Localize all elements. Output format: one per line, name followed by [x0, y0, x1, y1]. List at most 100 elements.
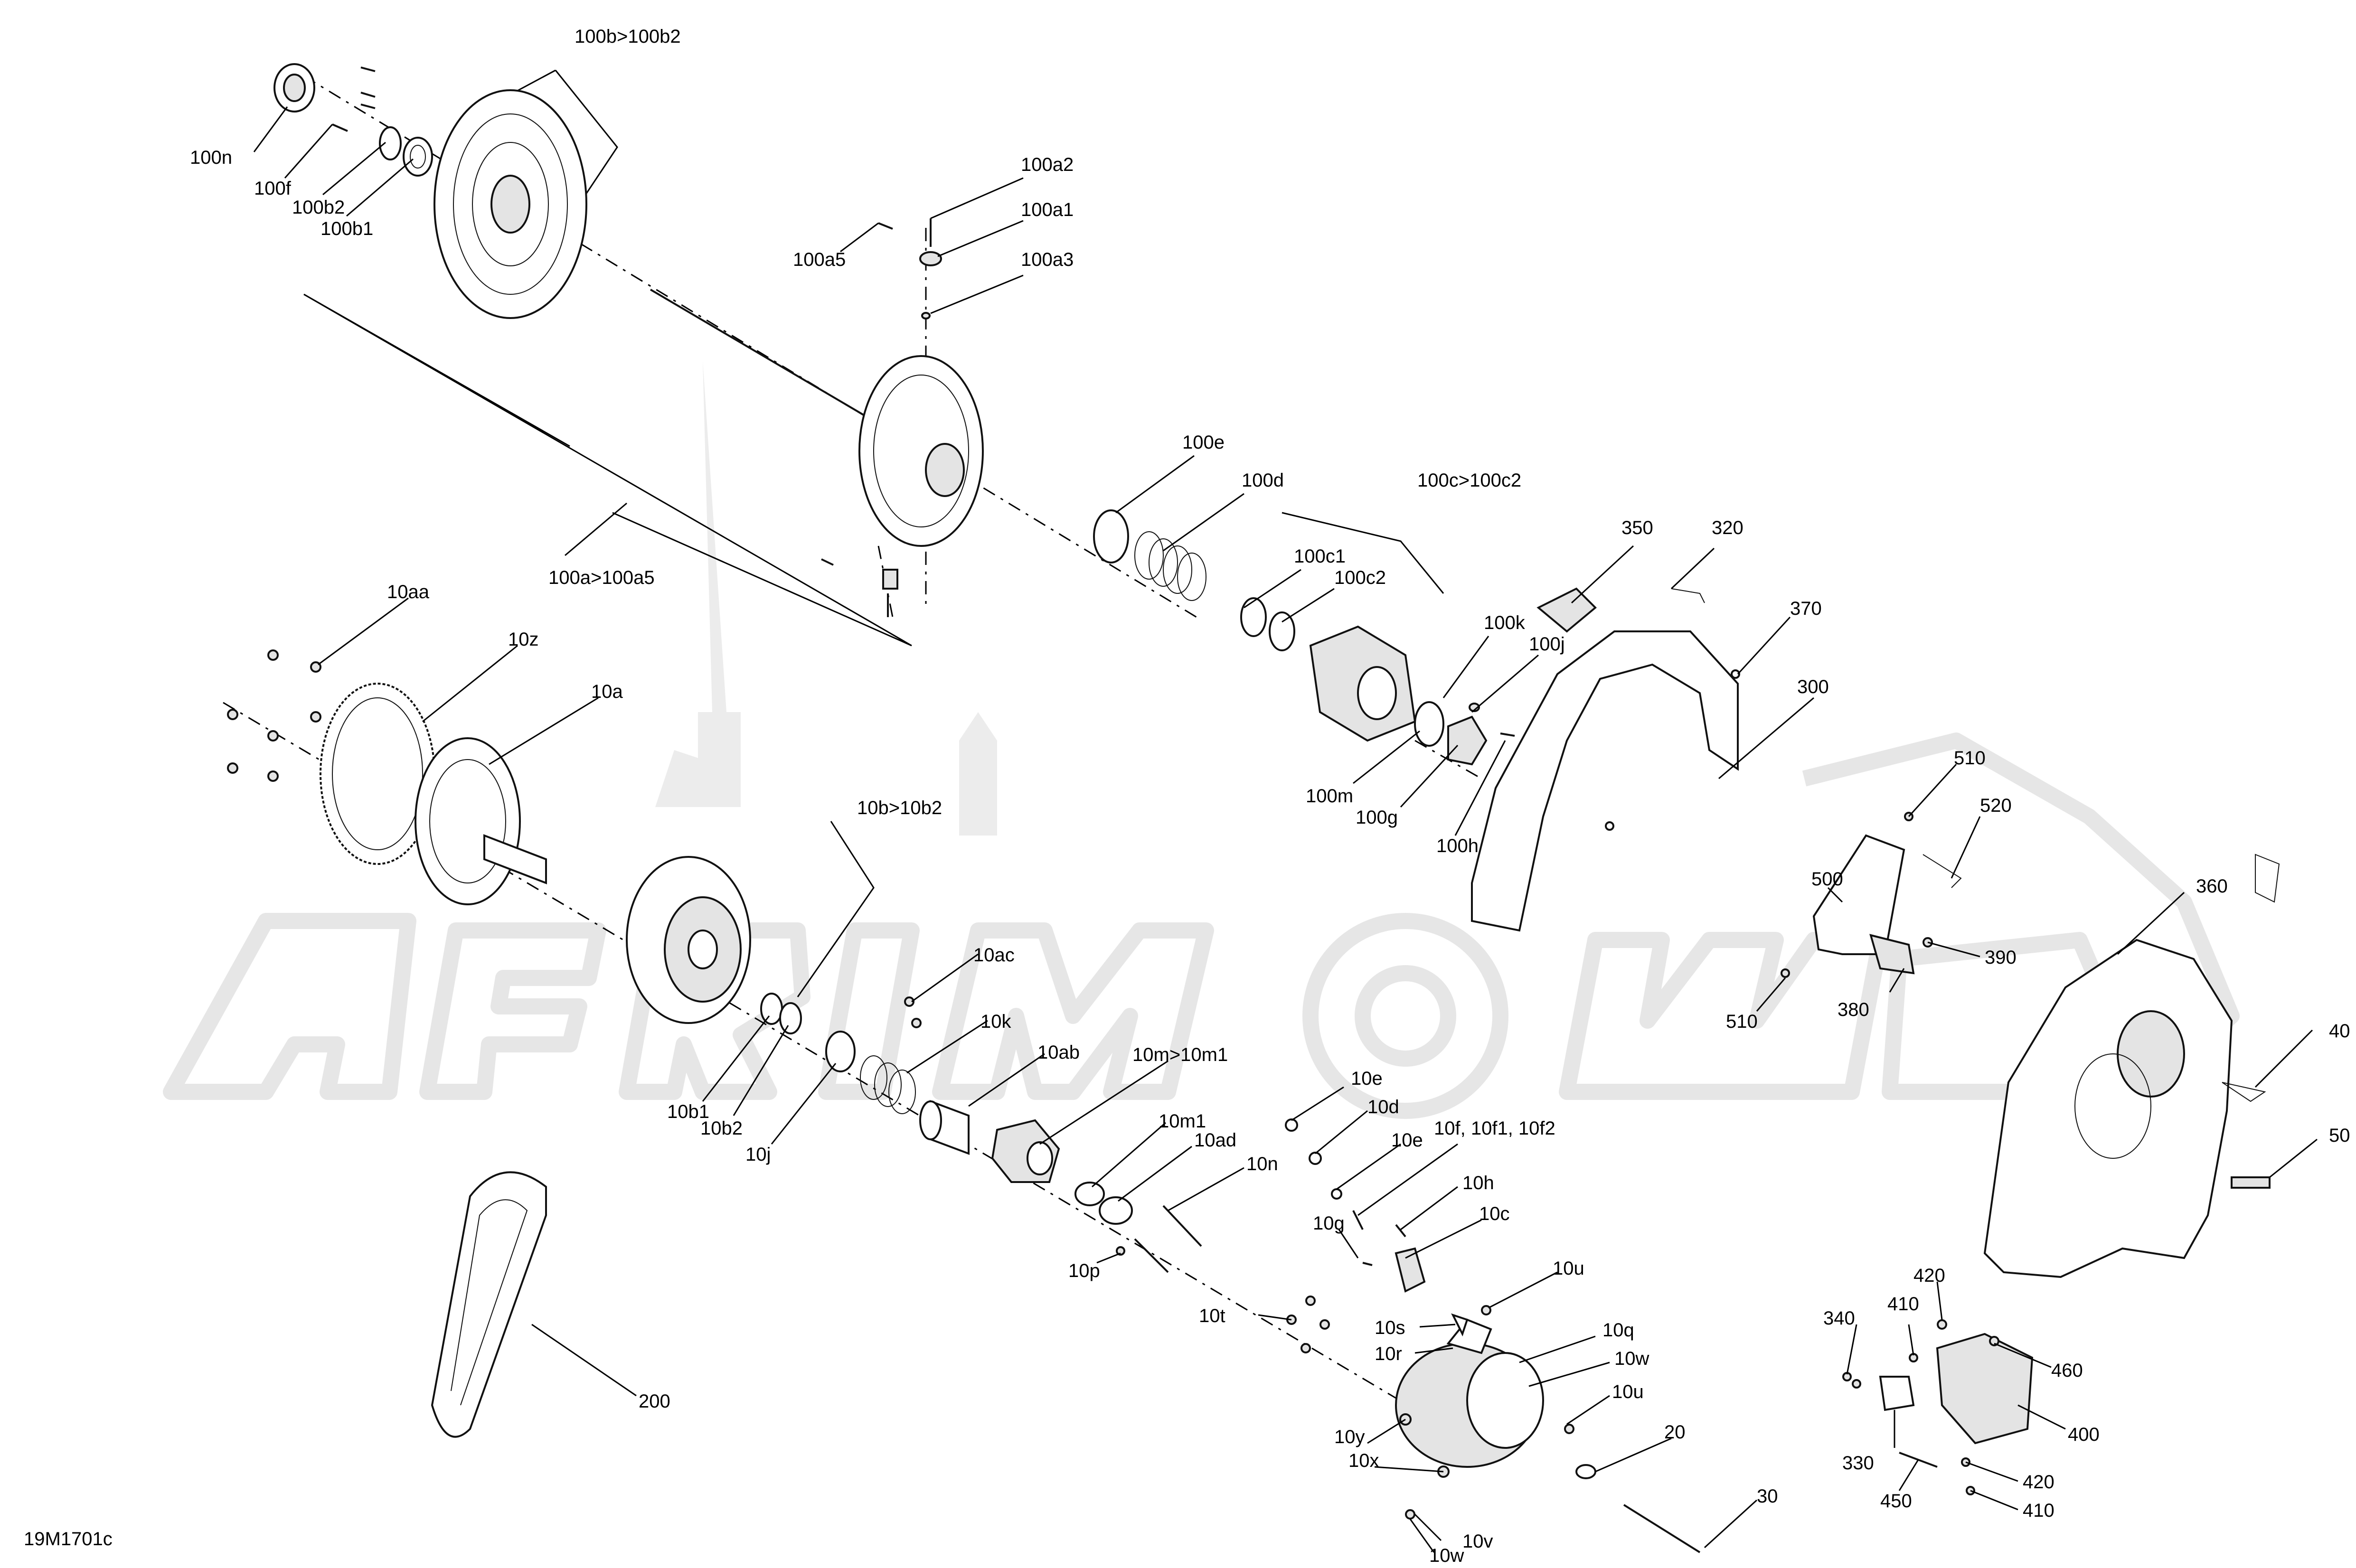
label-10p: 10p	[1068, 1260, 1100, 1281]
label-100a-100a5: 100a>100a5	[548, 567, 655, 588]
label-320: 320	[1712, 517, 1743, 538]
label-100h: 100h	[1436, 836, 1479, 856]
label-500: 500	[1811, 869, 1843, 890]
part-100g-retainer	[1447, 703, 1515, 766]
label-450: 450	[1880, 1491, 1912, 1512]
label-10e-upper: 10e	[1351, 1068, 1383, 1089]
label-420-lower: 420	[2023, 1472, 2054, 1493]
part-100f-screws	[332, 66, 376, 132]
part-100a2-pin	[878, 218, 942, 319]
part-400-cover	[1842, 1319, 2034, 1495]
part-100m-washer	[1414, 701, 1444, 747]
label-300: 300	[1797, 676, 1829, 697]
label-410-lower: 410	[2023, 1500, 2054, 1521]
part-500-bracket	[1781, 812, 1962, 978]
label-50: 50	[2329, 1125, 2350, 1146]
part-10a-fixed-sheave	[415, 737, 547, 905]
label-20: 20	[1664, 1422, 1686, 1443]
label-10aa: 10aa	[387, 582, 430, 602]
part-10ac-screw	[904, 996, 922, 1028]
label-390: 390	[1985, 947, 2017, 968]
label-100g: 100g	[1356, 807, 1398, 828]
label-10w-lower: 10w	[1429, 1545, 1464, 1566]
label-10m-10m1: 10m>10m1	[1132, 1044, 1228, 1065]
label-10b1: 10b1	[667, 1101, 709, 1122]
part-100b-movable-sheave	[434, 89, 587, 319]
label-10d: 10d	[1367, 1097, 1399, 1117]
label-10ad: 10ad	[1194, 1130, 1236, 1151]
label-100d: 100d	[1242, 470, 1284, 491]
label-100a2: 100a2	[1021, 154, 1074, 175]
leader-lines	[253, 106, 2318, 1553]
part-20-30-bolt	[1575, 1464, 1701, 1553]
watermark-logo	[163, 361, 2240, 1119]
label-10k: 10k	[980, 1011, 1011, 1032]
label-30: 30	[1757, 1486, 1778, 1507]
part-100b1-bushing	[403, 137, 433, 177]
label-10a: 10a	[591, 681, 623, 702]
part-10ab-bushing	[919, 1100, 970, 1155]
label-460: 460	[2051, 1360, 2083, 1381]
label-10ab: 10ab	[1037, 1042, 1080, 1063]
part-100d-spring	[1134, 531, 1206, 601]
callout-labels: 100b>100b2 100n 100f 100b2 100b1 100a2 1…	[24, 26, 2350, 1566]
label-10c: 10c	[1479, 1203, 1510, 1224]
label-100c2: 100c2	[1334, 567, 1386, 588]
label-100f: 100f	[254, 178, 292, 199]
diagram-code: 19M1701c	[24, 1529, 113, 1549]
part-10n-10p-bolts	[1116, 1205, 1202, 1273]
label-10ac: 10ac	[973, 945, 1015, 966]
part-100e-washer	[1093, 509, 1129, 563]
label-510-upper: 510	[1954, 748, 1986, 769]
label-410-upper: 410	[1887, 1294, 1919, 1314]
part-100c-cam	[1240, 597, 1416, 742]
label-330: 330	[1842, 1453, 1874, 1474]
label-10t: 10t	[1199, 1305, 1225, 1326]
part-10c-10h-roller	[1285, 1118, 1426, 1293]
part-10j-washer	[825, 1031, 856, 1072]
label-100a3: 100a3	[1021, 249, 1074, 270]
label-10q: 10q	[1602, 1320, 1634, 1341]
label-10z: 10z	[508, 629, 539, 650]
label-380: 380	[1838, 999, 1869, 1020]
label-100e: 100e	[1182, 432, 1225, 453]
label-10h: 10h	[1462, 1173, 1494, 1193]
label-360: 360	[2196, 876, 2228, 897]
label-100a5: 100a5	[793, 249, 846, 270]
label-100b-100b2: 100b>100b2	[575, 26, 681, 47]
part-10k-spring	[860, 1055, 916, 1114]
label-10f-10f1-10f2: 10f, 10f1, 10f2	[1434, 1118, 1555, 1139]
label-100b1: 100b1	[320, 218, 373, 239]
part-10b-movable-sheave	[626, 856, 751, 1024]
label-520: 520	[1980, 795, 2012, 816]
label-10n: 10n	[1246, 1154, 1278, 1174]
label-100b2: 100b2	[292, 197, 345, 218]
part-360-belt-guard	[1983, 854, 2280, 1278]
label-10b-10b2: 10b>10b2	[857, 798, 942, 818]
label-10u-upper: 10u	[1553, 1258, 1584, 1279]
label-100m: 100m	[1306, 786, 1353, 807]
label-10x: 10x	[1348, 1450, 1379, 1471]
label-350: 350	[1621, 517, 1653, 538]
label-40: 40	[2329, 1021, 2350, 1042]
label-420-upper: 420	[1913, 1265, 1945, 1286]
part-100n-seal	[273, 63, 315, 113]
label-510-lower: 510	[1726, 1011, 1758, 1032]
label-400: 400	[2068, 1424, 2100, 1445]
label-340: 340	[1823, 1308, 1855, 1329]
label-100k: 100k	[1484, 612, 1526, 633]
part-100a-fixed-sheave-shaft	[650, 289, 984, 617]
part-300-belt-guard-bracket	[1471, 587, 1740, 932]
label-100c1: 100c1	[1294, 546, 1346, 567]
part-10aa-bolts	[227, 649, 321, 782]
label-10v: 10v	[1462, 1531, 1493, 1552]
part-10-spider-assembly	[1286, 1296, 1574, 1520]
part-100b2-ring	[379, 126, 402, 160]
label-100c-100c2: 100c>100c2	[1417, 470, 1521, 491]
label-10m1: 10m1	[1159, 1111, 1206, 1132]
part-10m-spider	[991, 1119, 1133, 1225]
part-10b1-10b2-rings	[760, 993, 802, 1034]
part-200-drive-belt	[431, 1171, 547, 1438]
label-10b2: 10b2	[700, 1118, 743, 1139]
